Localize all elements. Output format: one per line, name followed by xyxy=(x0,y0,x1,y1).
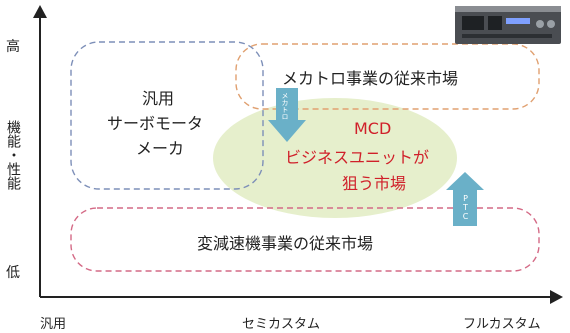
x-axis-mid-label: セミカスタム xyxy=(242,317,321,332)
reducer-market-label: 変減速機事業の従来市場 xyxy=(197,234,374,253)
mechatronics-arrow-icon xyxy=(268,88,306,142)
mechatronics-arrow-label: メカトロ xyxy=(281,92,289,120)
y-axis-arrowhead xyxy=(33,5,47,18)
x-axis-right-label: フルカスタム xyxy=(463,317,541,332)
x-axis-arrowhead xyxy=(550,290,563,304)
general-servo-line2: サーボモータ xyxy=(107,114,204,133)
mcd-market-ellipse xyxy=(213,98,457,218)
ptc-arrow-label: PTC xyxy=(461,194,470,221)
reducer-market-box xyxy=(70,207,540,272)
ptc-arrow-icon xyxy=(446,172,484,226)
y-axis-high-label: 高 xyxy=(6,39,20,55)
x-axis-left-label: 汎用 xyxy=(40,317,67,332)
mechatronics-market-label: メカトロ事業の従来市場 xyxy=(282,69,459,88)
axes xyxy=(33,5,563,304)
y-axis-low-label: 低 xyxy=(6,265,20,281)
y-axis-title: 機能・性能 xyxy=(5,120,21,190)
mcd-line2: ビジネスユニットが xyxy=(285,148,430,167)
controller-device-icon xyxy=(455,6,561,44)
general-servo-box xyxy=(70,41,264,190)
mcd-line3: 狙う市場 xyxy=(342,174,407,193)
general-servo-line3: メーカ xyxy=(136,139,185,158)
general-servo-line1: 汎用 xyxy=(142,89,175,108)
mcd-line1: MCD xyxy=(354,119,392,138)
mechatronics-market-box xyxy=(235,43,540,110)
